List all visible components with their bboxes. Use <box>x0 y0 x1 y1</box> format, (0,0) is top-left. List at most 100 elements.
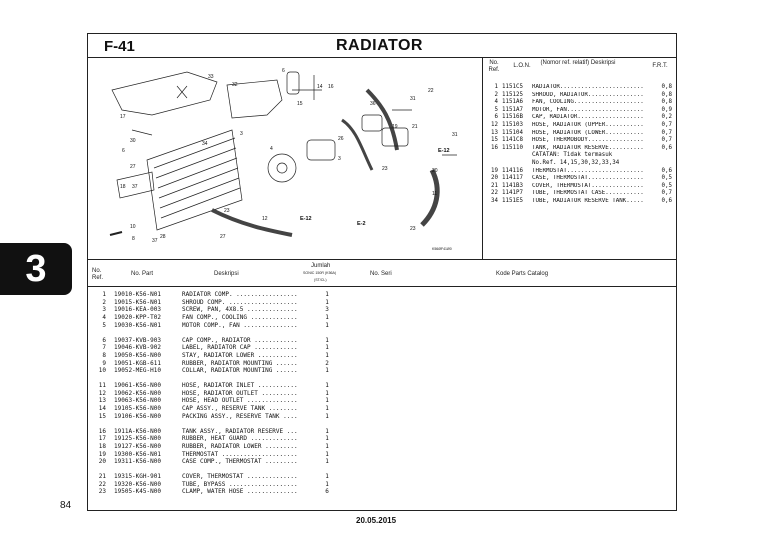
callout: 27 <box>130 164 136 170</box>
callout: 19 <box>392 124 398 130</box>
callout: 26 <box>338 136 344 142</box>
ref-no-header: No. Ref. <box>488 60 500 73</box>
ref-note: No.Ref. 14,15,30,32,33,34 <box>532 159 620 166</box>
figure-code: F-41 <box>104 38 135 55</box>
callout: 27 <box>220 234 226 240</box>
callout: 12 <box>262 216 268 222</box>
table-header-rule <box>88 286 676 287</box>
page-number: 84 <box>60 500 72 511</box>
callout: 4 <box>270 146 273 152</box>
parts-part-header: No. Part <box>131 271 154 277</box>
callout: 31 <box>410 96 416 102</box>
callout: 10 <box>130 224 136 230</box>
callout: 8 <box>132 236 135 242</box>
print-date: 20.05.2015 <box>356 516 397 525</box>
callout: 20 <box>432 168 438 174</box>
exploded-parts-diagram: 17 30 6 27 18 37 10 8 37 28 27 23 12 33 … <box>109 68 458 251</box>
callout: 23 <box>382 166 388 172</box>
callout: 37 <box>152 238 158 244</box>
callout: 28 <box>160 234 166 240</box>
parts-desc-header: Deskripsi <box>214 271 239 277</box>
title-divider <box>88 57 676 58</box>
parts-qty-sub2: (ST/CL) <box>314 278 327 282</box>
parts-qty-header: Jumlah <box>311 263 331 269</box>
section-tab: 3 <box>0 243 72 295</box>
page-title: RADIATOR <box>336 37 423 54</box>
ref-frt-header: F.R.T. <box>652 63 668 69</box>
parts-catalog-header: Kode Parts Catalog <box>496 271 549 277</box>
parts-qty-sub: SONIC 150R (K56A) <box>303 271 337 275</box>
page-frame <box>87 33 677 511</box>
callout: 36 <box>370 101 376 107</box>
callout: 33 <box>208 74 214 80</box>
ref-note: CATATAN: Tidak termasuk <box>532 152 613 159</box>
diagram-code: K56ØF41Ø0 <box>432 247 452 251</box>
callout: 11 <box>432 191 437 197</box>
callout: 6 <box>122 148 125 154</box>
callout: 22 <box>428 88 434 94</box>
callout: 3 <box>240 131 243 137</box>
ref-lon-header: L.O.N. <box>513 63 531 69</box>
callout: 16 <box>328 84 334 90</box>
callout: 31 <box>452 132 458 138</box>
ref-desc-header: (Nomor ref. relatif) Deskripsi <box>540 60 616 66</box>
callout: 15 <box>297 101 303 107</box>
parts-no-header: No. Ref. <box>92 268 104 281</box>
callout: 21 <box>412 124 418 130</box>
callout: 32 <box>232 82 238 88</box>
callout: 18 <box>120 184 126 190</box>
callout: 14 <box>317 84 323 90</box>
ref-e12-b: E-12 <box>438 148 450 154</box>
callout: 37 <box>132 184 138 190</box>
callout: 17 <box>120 114 126 120</box>
diagram-bottom-rule <box>88 259 676 260</box>
ref-e12: E-12 <box>300 216 312 222</box>
callout: 30 <box>130 138 136 144</box>
callout: 34 <box>202 141 208 147</box>
callout: 23 <box>410 226 416 232</box>
parts-serial-header: No. Seri <box>370 271 392 277</box>
ref-e2: E-2 <box>357 221 366 227</box>
diagram-divider <box>482 57 483 259</box>
callout: 3 <box>338 156 341 162</box>
callout: 6 <box>282 68 285 74</box>
